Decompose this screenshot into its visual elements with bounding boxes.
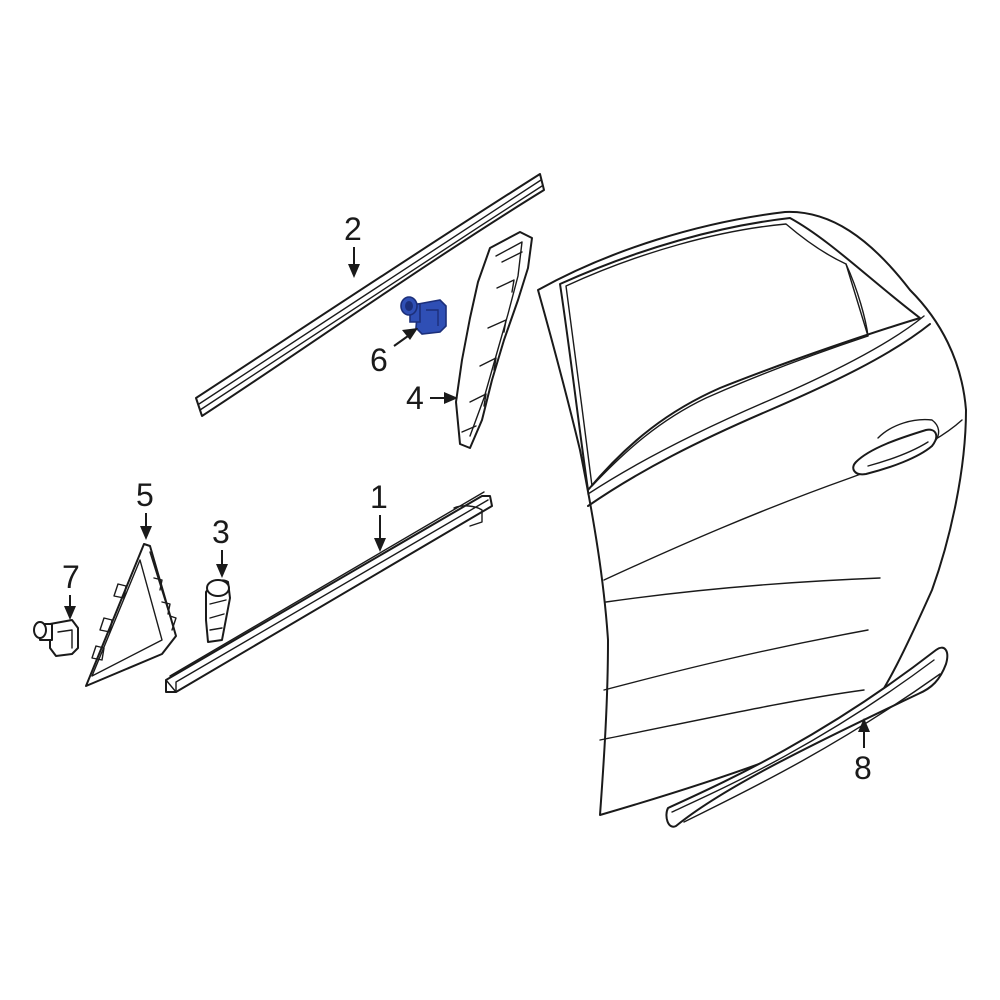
retainer-clip-part[interactable] [400, 296, 447, 335]
roof-drip-molding[interactable] [195, 173, 545, 417]
callout-2: 2 [344, 211, 362, 278]
callout-1: 1 [370, 479, 388, 552]
callout-7: 7 [62, 559, 80, 620]
callout-4: 4 [406, 380, 458, 416]
callout-6: 6 [370, 328, 418, 378]
end-cap[interactable] [205, 579, 231, 643]
callout-label-3: 3 [212, 514, 230, 550]
clip-part[interactable] [33, 619, 79, 657]
callout-label-6: 6 [370, 342, 388, 378]
callout-3: 3 [212, 514, 230, 578]
callout-label-7: 7 [62, 559, 80, 595]
callout-label-8: 8 [854, 750, 872, 786]
callout-label-4: 4 [406, 380, 424, 416]
belt-molding-strip[interactable] [165, 491, 493, 693]
callout-5: 5 [136, 477, 154, 540]
triangle-trim-panel[interactable] [85, 543, 177, 687]
side-molding[interactable] [665, 646, 949, 828]
callout-label-5: 5 [136, 477, 154, 513]
rear-door [537, 210, 967, 816]
callout-label-2: 2 [344, 211, 362, 247]
door-frame-trim[interactable] [455, 231, 533, 449]
callout-label-1: 1 [370, 479, 388, 515]
callout-8: 8 [854, 718, 872, 786]
